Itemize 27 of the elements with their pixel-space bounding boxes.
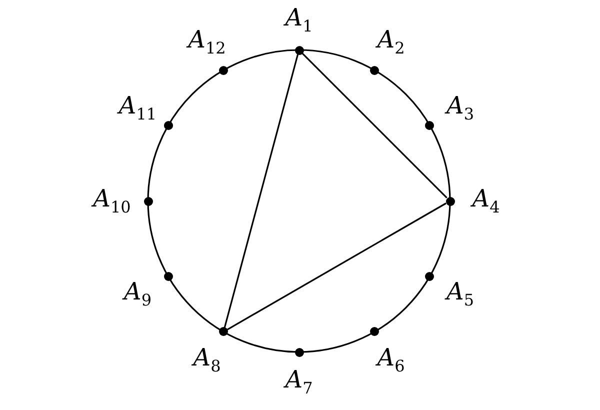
point-label: A$_{3}$ bbox=[446, 93, 474, 122]
point-label: A$_{5}$ bbox=[446, 280, 474, 309]
point-label: A$_{7}$ bbox=[285, 368, 313, 396]
point-dot bbox=[294, 46, 304, 54]
point-label: A$_{2}$ bbox=[377, 27, 405, 56]
point-dot bbox=[446, 196, 454, 206]
point-label: A$_{6}$ bbox=[377, 346, 405, 375]
point-label: A$_{10}$ bbox=[93, 186, 131, 216]
point-dot bbox=[370, 327, 379, 336]
point-dot bbox=[144, 196, 152, 206]
point-dot bbox=[425, 121, 434, 130]
line-segment bbox=[224, 54, 299, 328]
point-dot bbox=[370, 66, 379, 75]
point-label: A$_{1}$ bbox=[285, 6, 313, 34]
point-dot bbox=[219, 327, 228, 336]
point-label: A$_{4}$ bbox=[472, 186, 500, 216]
point-label: A$_{12}$ bbox=[188, 27, 226, 56]
point-label: A$_{9}$ bbox=[124, 280, 152, 309]
line-segment bbox=[227, 202, 446, 330]
point-dot bbox=[164, 272, 173, 281]
point-label: A$_{8}$ bbox=[193, 346, 221, 375]
point-dot bbox=[294, 348, 304, 356]
point-dot bbox=[219, 66, 228, 75]
point-label: A$_{11}$ bbox=[118, 93, 157, 122]
point-dot bbox=[164, 121, 173, 130]
point-dot bbox=[425, 272, 434, 281]
line-segment bbox=[302, 52, 448, 198]
